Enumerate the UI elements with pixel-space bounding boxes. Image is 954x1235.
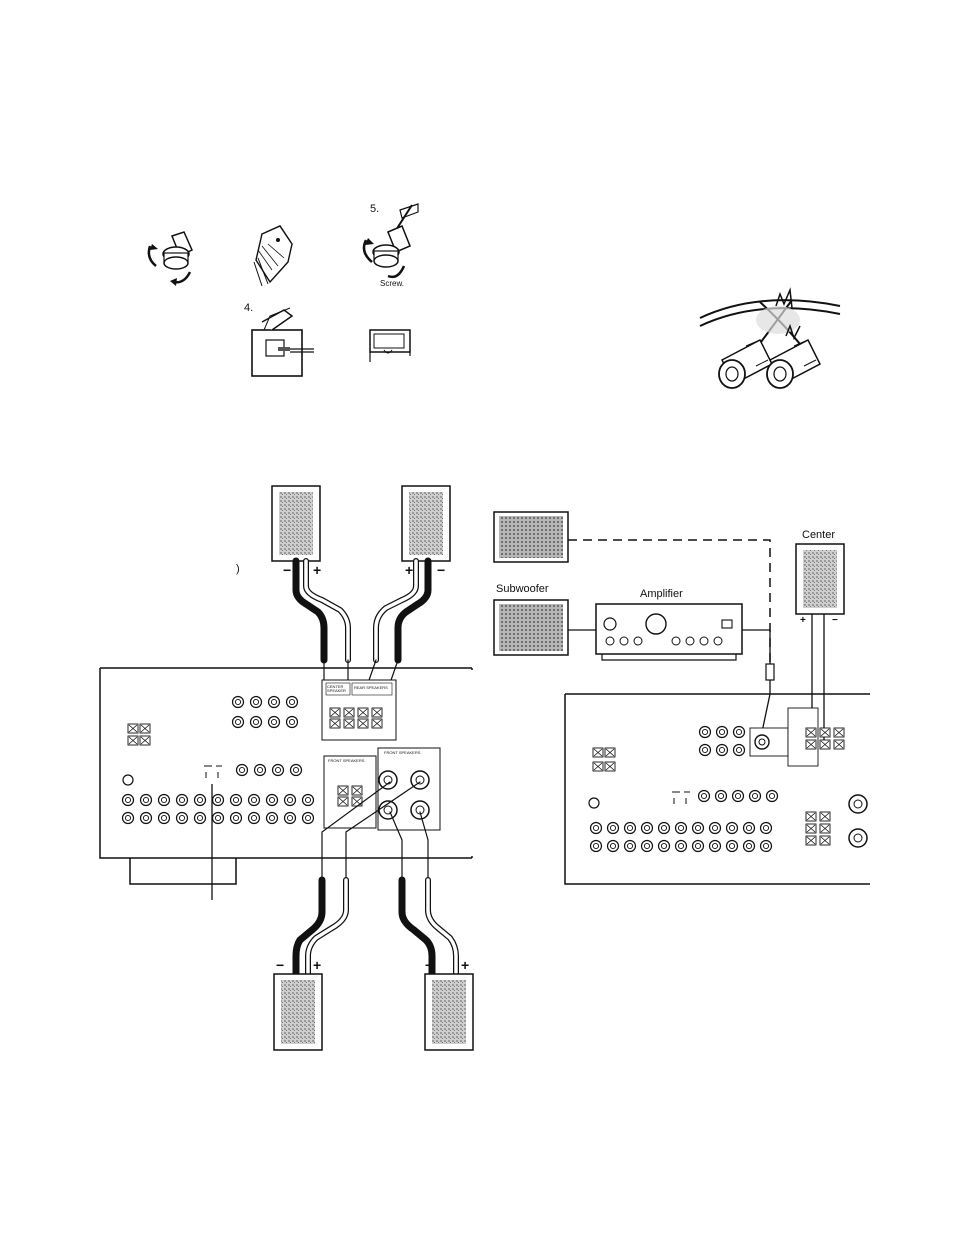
amplifier-unit [596,604,742,660]
spring-terminal-insert-icon [252,308,314,376]
polarity-bottom-right-plus: + [461,958,469,972]
polarity-top-left-minus: − [283,563,291,577]
stray-paren: ) [236,564,240,575]
polarity-top-left-plus: + [313,563,321,577]
terminal-unscrew-icon [149,232,192,286]
center-plus-label: + [800,616,806,626]
spring-terminal-closed-icon [370,330,410,362]
step-4-label: 4. [244,303,253,314]
rear-speakers-terminal-label: REAR SPEAKERS [354,686,388,690]
front-speakers-main-label: FRONT SPEAKERS [384,751,420,755]
subwoofer-speaker [494,600,568,655]
polarity-bottom-left-plus: + [313,958,321,972]
center-minus-label: − [832,616,838,626]
front-speakers-remote-label: FRONT SPEAKERS [328,759,364,763]
ac-outlet-block-right [593,748,615,771]
polarity-bottom-right-minus: − [425,958,433,972]
screw-caption: Screw. [380,280,404,288]
upper-dark-speaker [494,512,568,562]
ac-outlet-block-left [128,724,150,745]
subwoofer-label: Subwoofer [496,584,549,595]
center-label: Center [802,530,835,541]
step-5-label: 5. [370,204,379,215]
front-remote-speaker-left [272,486,320,561]
subwoofer-cable [742,630,774,732]
terminal-hole-icon [254,226,292,286]
amplifier-label: Amplifier [640,589,683,600]
short-circuit-warning-icon [700,290,840,388]
polarity-top-right-plus: + [405,563,413,577]
center-speaker [796,544,844,614]
front-main-speaker-right [425,974,473,1050]
polarity-top-right-minus: − [437,563,445,577]
center-speaker-terminal-label: CENTER SPEAKER [327,685,349,693]
polarity-bottom-left-minus: − [276,958,284,972]
front-main-speaker-left [274,974,322,1050]
front-remote-speaker-right [402,486,450,561]
